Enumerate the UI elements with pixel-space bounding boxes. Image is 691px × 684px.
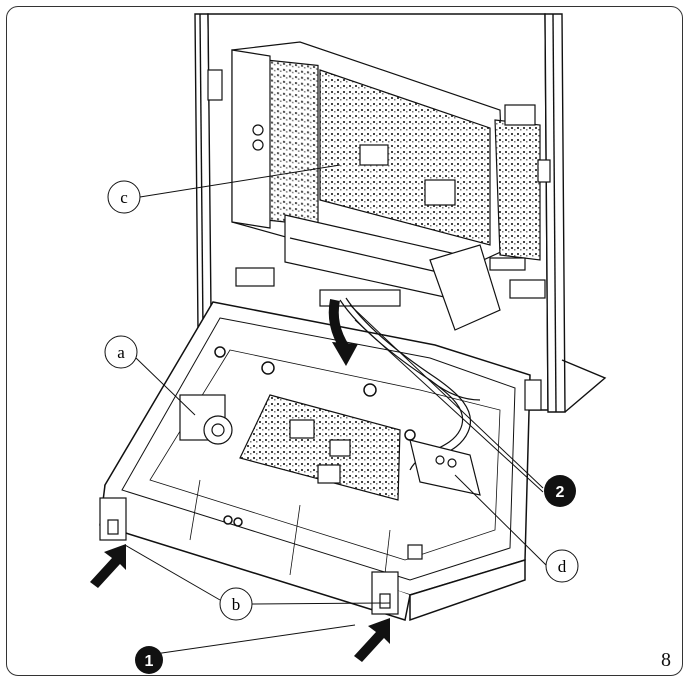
latch-clips: [99, 379, 542, 615]
lid-circuit-board: [239, 394, 401, 501]
step-marker-2-label: 2: [556, 484, 565, 501]
step-marker-1-label: 1: [145, 653, 154, 670]
callout-a: a: [104, 335, 138, 369]
terminal-strip: [235, 214, 546, 331]
callout-c: c: [107, 180, 141, 214]
push-arrow-icon: [90, 544, 390, 662]
page-number: 8: [661, 649, 671, 671]
step-marker-2: 2: [544, 475, 576, 507]
callout-d-label: d: [558, 557, 567, 576]
callout-b-label: b: [232, 595, 241, 614]
callout-b: b: [219, 587, 253, 621]
figure-frame: [6, 6, 683, 676]
callout-d: d: [545, 549, 579, 583]
callout-c-label: c: [120, 188, 128, 207]
cable-connector-box: [409, 439, 481, 496]
step-marker-1: 1: [135, 646, 163, 674]
rotate-arrow-icon: [328, 299, 358, 366]
lid-switch-module: [179, 394, 233, 445]
leader-lines: [124, 164, 547, 656]
callout-a-label: a: [117, 343, 125, 362]
